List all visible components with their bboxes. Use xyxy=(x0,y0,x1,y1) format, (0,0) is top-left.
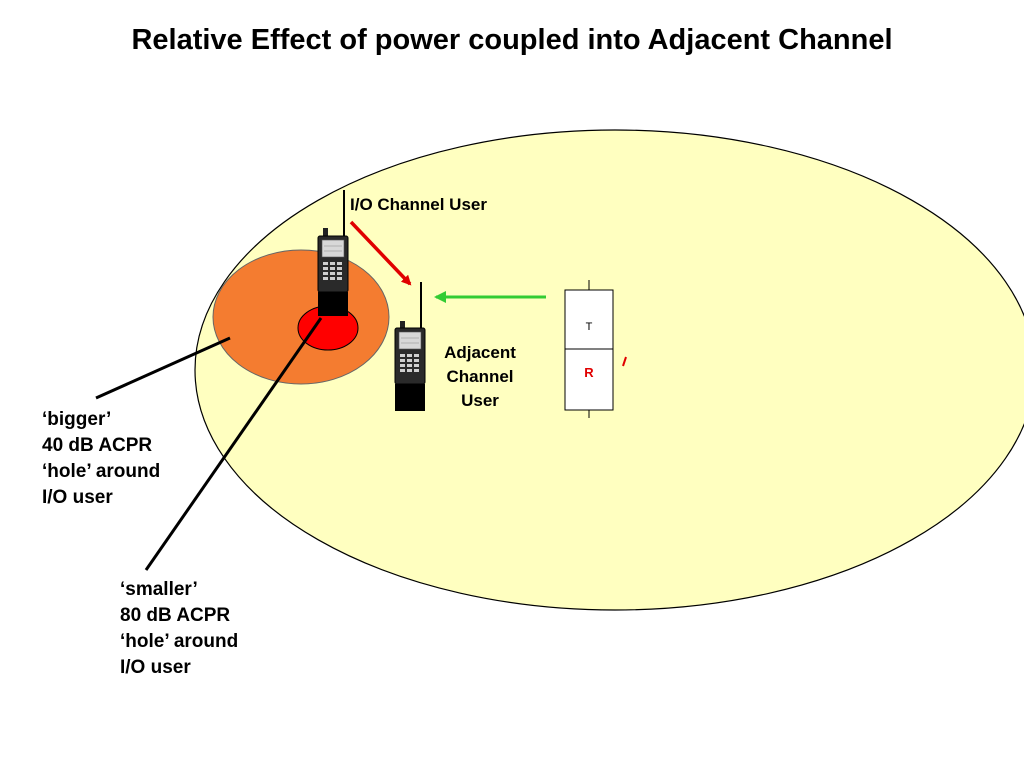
bigger-hole-label: ‘bigger’ 40 dB ACPR ‘hole’ around I/O us… xyxy=(42,407,160,511)
bigger-line: ‘hole’ around xyxy=(42,461,161,482)
adjacent-channel-user-label: Adjacent Channel User xyxy=(432,341,528,413)
smaller-callout-line xyxy=(144,317,323,571)
slide-title: Relative Effect of power coupled into Ad… xyxy=(131,24,893,56)
base-station-box xyxy=(564,280,614,418)
smaller-line: ‘smaller’ xyxy=(120,579,198,600)
adjacent-line: Adjacent xyxy=(444,343,516,362)
adjacent-user-radio-icon xyxy=(394,282,426,411)
red-tick-mark xyxy=(622,356,627,367)
bigger-line: ‘bigger’ xyxy=(42,409,112,430)
smaller-line: ‘hole’ around xyxy=(120,631,239,652)
io-user-radio-icon xyxy=(317,190,349,316)
io-channel-user-text: I/O Channel User xyxy=(350,195,487,214)
adjacent-line: Channel xyxy=(446,367,514,386)
receiver-label: R xyxy=(584,365,594,380)
bigger-hole-area xyxy=(212,249,390,385)
smaller-hole-label: ‘smaller’ 80 dB ACPR ‘hole’ around I/O u… xyxy=(120,577,238,681)
io-channel-user-label: I/O Channel User xyxy=(350,194,487,216)
transmitter-label: T xyxy=(585,321,593,333)
adjacent-line: User xyxy=(461,391,499,410)
bigger-callout-line xyxy=(95,336,231,400)
interference-arrow xyxy=(349,220,412,286)
bigger-line: 40 dB ACPR xyxy=(42,435,153,456)
smaller-line: 80 dB ACPR xyxy=(120,605,231,626)
smaller-line: I/O user xyxy=(120,657,191,678)
bigger-line: I/O user xyxy=(42,487,113,508)
